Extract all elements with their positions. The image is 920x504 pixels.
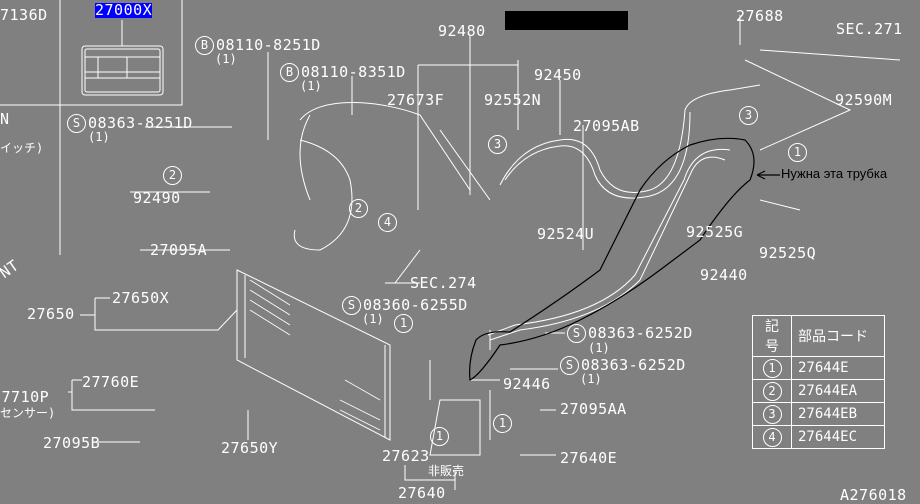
bolt-b-icon: B [195,36,214,55]
callout-2: 2 [762,381,782,401]
legend-header-code: 部品コード [791,315,885,357]
part-label-92590m[interactable]: 92590M [835,91,893,109]
callout-legend-table: 記号部品コード 1 27644E 2 27644EA 3 27644EB 4 27644… [752,315,885,449]
legend-row: 1 27644E [752,356,885,380]
callout-3: 3 [488,135,507,154]
part-label-08363-8251d[interactable]: 08363-8251D [88,114,193,132]
part-label-27673f[interactable]: 27673F [387,91,445,109]
quantity-label: (1) [362,312,384,326]
legend-code[interactable]: 27644E [791,356,885,380]
part-label-27640e[interactable]: 27640E [560,449,618,467]
part-label-27760e[interactable]: 27760E [82,373,140,391]
quantity-label: (1) [300,79,322,93]
legend-code[interactable]: 27644EA [791,379,885,403]
part-label-92490[interactable]: 92490 [133,189,181,207]
legend-row: 2 27644EA [752,379,885,403]
callout-3: 3 [762,404,782,424]
callout-2: 2 [163,166,182,185]
quantity-label: (1) [588,341,610,355]
callout-1: 1 [762,358,782,378]
screw-s-icon: S [342,296,361,315]
quantity-label: (1) [580,372,602,386]
quantity-label: (1) [88,130,110,144]
part-label-08360-6255d[interactable]: 08360-6255D [363,296,468,314]
part-label-27000x-selected[interactable]: 27000X [95,1,153,19]
callout-1: 1 [493,414,512,433]
part-label-92524u[interactable]: 92524U [537,225,595,243]
annotation-note: Нужна эта трубка [781,166,888,181]
part-label-08110-8351d[interactable]: 08110-8351D [301,63,406,81]
legend-header-symbol: 記号 [752,315,792,357]
quantity-label: (1) [215,52,237,66]
text-fragment: イッチ) [0,141,44,155]
part-label-27095ab[interactable]: 27095AB [573,117,640,135]
diagram-code: A276018 [840,486,907,504]
section-link-271[interactable]: SEC.271 [836,20,903,38]
part-label-92525q[interactable]: 92525Q [759,244,817,262]
part-label-27688[interactable]: 27688 [736,7,784,25]
not-for-sale-label: 非販売 [428,464,465,478]
part-label-92450[interactable]: 92450 [534,66,582,84]
part-label-92525g[interactable]: 92525G [686,223,744,241]
legend-code[interactable]: 27644EC [791,425,885,449]
callout-2: 2 [349,199,368,218]
legend-row: 3 27644EB [752,402,885,426]
part-label-92480[interactable]: 92480 [438,22,486,40]
part-label-08363-6252d[interactable]: 08363-6252D [588,324,693,342]
part-label-08110-8251d[interactable]: 08110-8251D [216,36,321,54]
redaction-box [505,11,628,30]
callout-3: 3 [739,106,758,125]
part-label-27095b[interactable]: 27095B [43,434,101,452]
part-label-27650y[interactable]: 27650Y [221,439,279,457]
callout-4: 4 [378,213,397,232]
screw-s-icon: S [560,356,579,375]
screw-s-icon: S [567,324,586,343]
text-fragment: N [0,110,10,128]
part-label-27650x[interactable]: 27650X [112,289,170,307]
part-label-27640[interactable]: 27640 [398,484,446,502]
callout-1: 1 [394,314,413,333]
part-label-08363-6252d[interactable]: 08363-6252D [581,356,686,374]
legend-row: 4 27644EC [752,425,885,449]
section-link-274[interactable]: SEC.274 [410,274,477,292]
bolt-b-icon: B [280,63,299,82]
part-label-92440[interactable]: 92440 [700,266,748,284]
part-label-27623[interactable]: 27623 [382,447,430,465]
text-fragment: センサー) [0,406,56,420]
callout-1: 1 [430,427,449,446]
part-label-27710p[interactable]: 27710P [0,388,50,406]
part-label-92446[interactable]: 92446 [503,375,551,393]
part-label-27095aa[interactable]: 27095AA [560,400,627,418]
part-label-7136d[interactable]: 7136D [0,6,48,24]
callout-4: 4 [762,427,782,447]
callout-1: 1 [788,143,807,162]
screw-s-icon: S [67,114,86,133]
part-label-92552n[interactable]: 92552N [484,91,542,109]
part-label-27650[interactable]: 27650 [27,305,75,323]
part-label-27095a[interactable]: 27095A [150,241,208,259]
legend-code[interactable]: 27644EB [791,402,885,426]
